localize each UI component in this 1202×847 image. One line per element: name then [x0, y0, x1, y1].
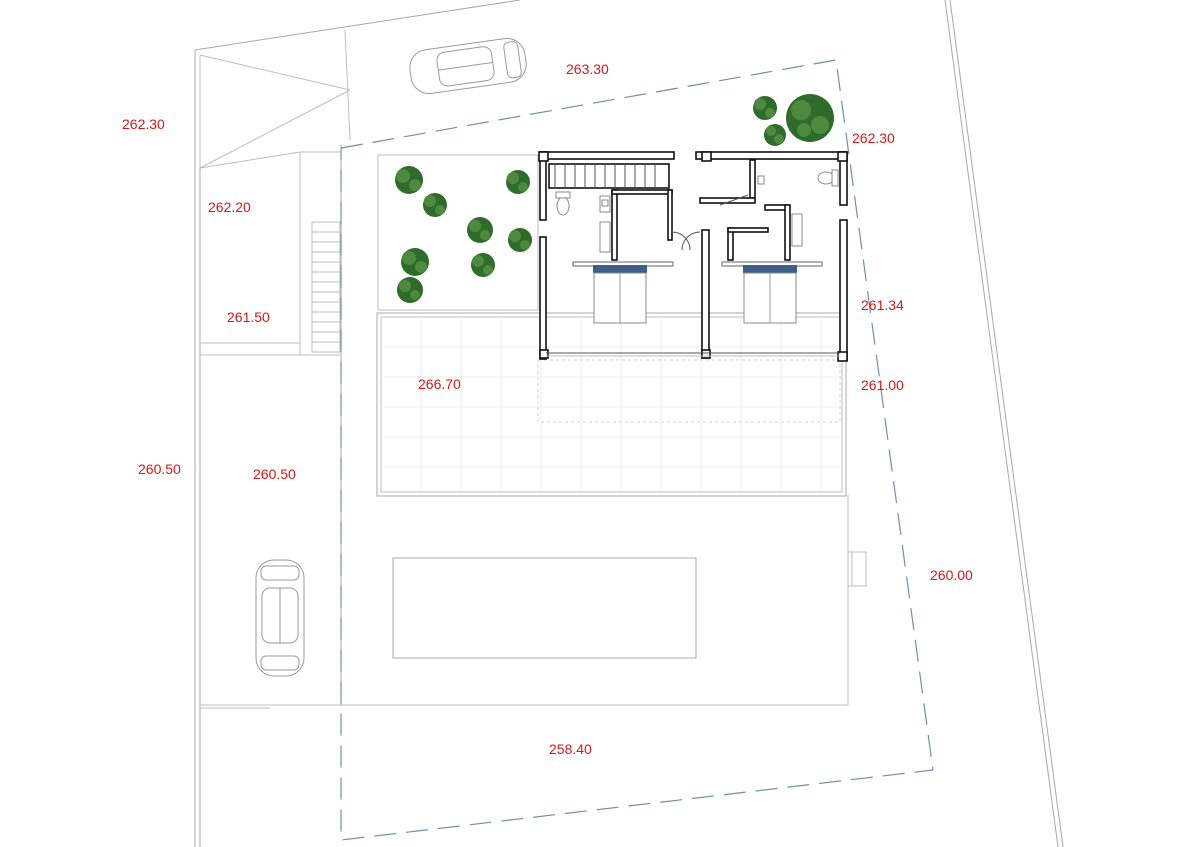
garden — [377, 154, 539, 311]
tree — [467, 217, 493, 243]
tree — [764, 124, 786, 146]
corner-trees — [753, 94, 834, 146]
terrace — [376, 312, 847, 497]
tree — [471, 253, 495, 277]
tree — [508, 228, 532, 252]
tree — [397, 277, 423, 303]
tree — [786, 94, 834, 142]
bed-right — [721, 261, 823, 324]
tree — [753, 96, 777, 120]
access-ramp — [199, 29, 351, 356]
fixtures — [555, 169, 839, 253]
elevation-label-263-30: 263.30 — [566, 61, 609, 77]
garden-trees — [395, 166, 532, 303]
car-top — [409, 37, 527, 95]
tree — [423, 193, 447, 217]
pool — [392, 557, 697, 659]
elevation-label-261-50: 261.50 — [227, 309, 270, 325]
elevation-label-266-70: 266.70 — [418, 376, 461, 392]
elevation-label-258-40: 258.40 — [549, 741, 592, 757]
bed-left — [572, 261, 674, 324]
elevation-label-260-50-outer: 260.50 — [138, 461, 181, 477]
elevation-label-262-30-left: 262.30 — [122, 116, 165, 132]
elevation-label-261-34: 261.34 — [861, 297, 904, 313]
elevation-label-261-00: 261.00 — [861, 377, 904, 393]
tree — [506, 170, 530, 194]
elevation-label-260-00: 260.00 — [930, 567, 973, 583]
elevation-label-262-30-right: 262.30 — [852, 130, 895, 146]
site-outline — [194, 0, 1064, 847]
tree — [395, 166, 423, 194]
tree — [401, 248, 429, 276]
property-boundary — [340, 59, 934, 841]
elevation-label-260-50-inner: 260.50 — [253, 466, 296, 482]
elevation-label-262-20: 262.20 — [208, 199, 251, 215]
exterior-stairs — [311, 221, 341, 353]
side-step — [847, 551, 867, 587]
building — [538, 151, 848, 362]
car-left — [255, 559, 305, 677]
platform — [200, 145, 849, 709]
